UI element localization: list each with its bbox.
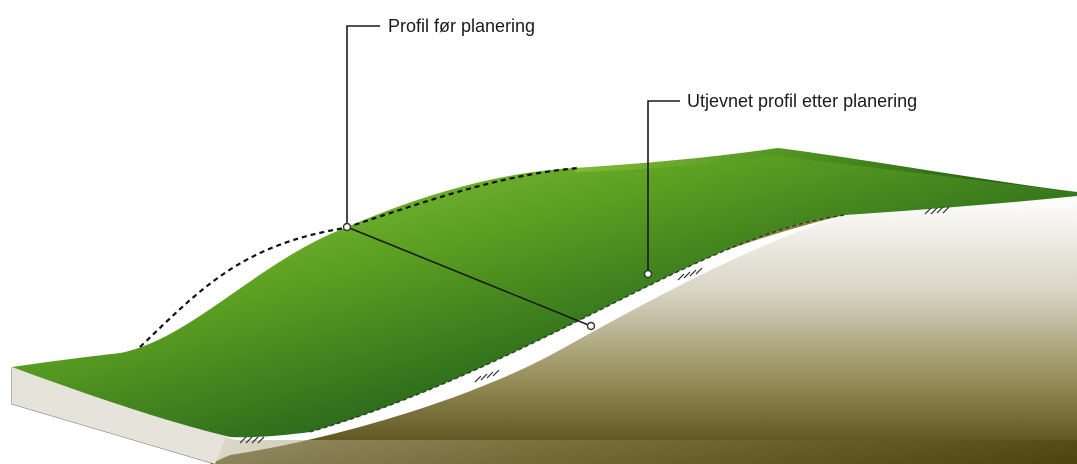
original-profile-lower-dashed (309, 214, 846, 433)
leader-line-after (647, 100, 680, 274)
connector-line (346, 226, 592, 327)
marker-after (643, 269, 653, 279)
label-profile-after: Utjevnet profil etter planering (687, 91, 918, 111)
label-profile-before: Profil før planering (388, 16, 536, 36)
grass-top (575, 148, 1077, 192)
front-face (12, 367, 1077, 464)
marker-before (342, 222, 352, 232)
marker-cut (586, 321, 596, 331)
front-face-left (12, 367, 228, 464)
grass-surface (12, 148, 1077, 438)
original-profile-dashed-line (139, 166, 579, 348)
ground-hatch-marks (239, 206, 950, 444)
soil-body (210, 195, 1077, 464)
leader-line-before (346, 25, 380, 227)
